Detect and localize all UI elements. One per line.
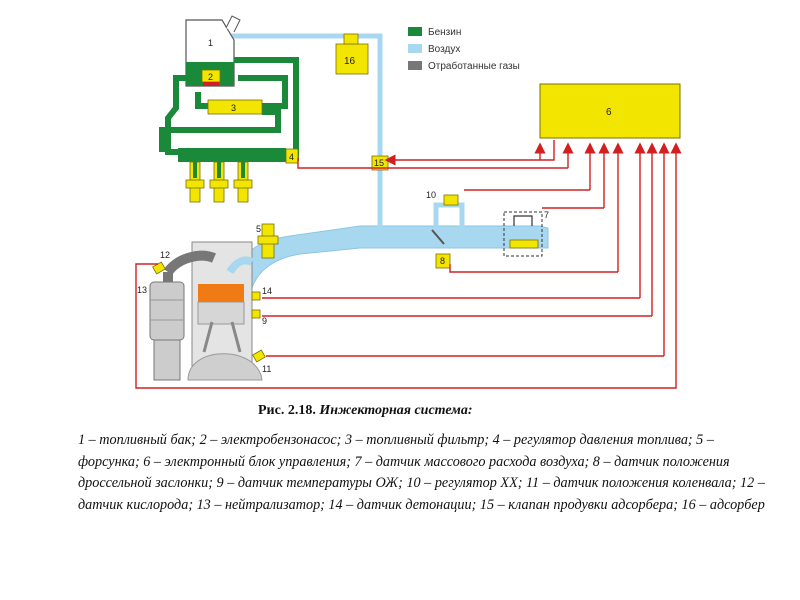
fuel-filter xyxy=(207,99,263,115)
knock-sensor xyxy=(251,291,261,301)
label-1: 1 xyxy=(208,38,213,48)
legend-label-exhaust: Отработанные газы xyxy=(428,60,520,72)
throttle-valve xyxy=(431,229,445,245)
fuel-rail xyxy=(178,148,286,162)
catalytic-converter xyxy=(149,272,185,381)
label-5: 5 xyxy=(256,224,261,234)
label-6: 6 xyxy=(606,107,612,118)
maf-sensor-body xyxy=(509,239,539,249)
injectors xyxy=(185,161,253,203)
injection-system-diagram: Бензин Воздух Отработанные газы xyxy=(135,15,682,389)
label-7: 7 xyxy=(544,210,549,220)
legend-swatch-air xyxy=(408,44,422,53)
legend-label-fuel: Бензин xyxy=(428,27,461,38)
legend-label-air: Воздух xyxy=(428,44,460,55)
label-16: 16 xyxy=(344,56,356,67)
ecu-block xyxy=(539,83,681,139)
caption-title: Инжекторная система: xyxy=(319,403,473,418)
legend-swatch-exhaust xyxy=(408,61,422,70)
label-14: 14 xyxy=(262,286,272,296)
label-11: 11 xyxy=(262,364,271,374)
injector-5 xyxy=(257,223,279,259)
label-3: 3 xyxy=(231,103,236,113)
adsorber xyxy=(335,43,369,75)
idle-air-control xyxy=(443,194,459,206)
signal-wires xyxy=(135,140,682,389)
legend-swatch-fuel xyxy=(408,27,422,36)
crankshaft-sensor xyxy=(252,349,266,363)
label-4: 4 xyxy=(289,152,294,162)
legend: Бензин Воздух Отработанные газы xyxy=(408,27,520,72)
figure-description: 1 – топливный бак; 2 – электробензонасос… xyxy=(78,432,765,513)
label-12: 12 xyxy=(160,250,170,260)
number-labels: 1 2 3 4 5 6 7 8 9 10 11 12 13 14 15 16 xyxy=(137,38,612,374)
throttle-position-sensor xyxy=(435,253,451,269)
caption-prefix: Рис. 2.18. xyxy=(258,403,316,418)
label-2: 2 xyxy=(208,72,213,82)
pressure-regulator xyxy=(285,148,299,164)
engine xyxy=(163,241,263,381)
piston xyxy=(198,284,244,302)
fuel-pump-base xyxy=(203,82,219,86)
coolant-temp-sensor xyxy=(251,309,261,319)
label-15: 15 xyxy=(374,158,384,168)
maf-sensor-frame xyxy=(503,211,543,257)
label-10: 10 xyxy=(426,190,436,200)
label-9: 9 xyxy=(262,316,267,326)
label-13: 13 xyxy=(137,285,147,295)
figure-caption: Рис. 2.18. Инжекторная система: xyxy=(258,403,778,419)
label-8: 8 xyxy=(440,256,445,266)
